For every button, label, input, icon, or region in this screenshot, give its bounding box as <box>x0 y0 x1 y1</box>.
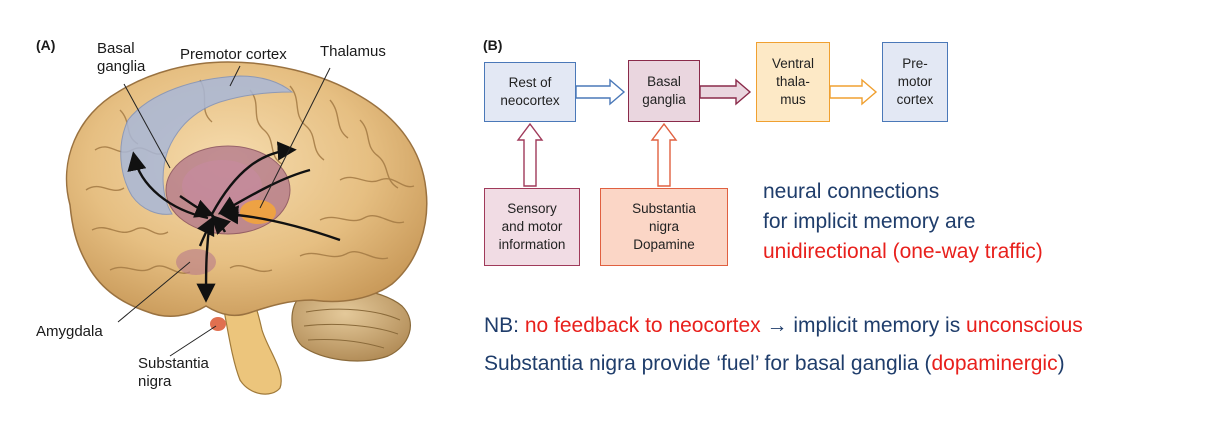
label-thalamus: Thalamus <box>320 43 386 60</box>
label-basal-ganglia: Basal ganglia <box>97 40 146 75</box>
nb-prefix: NB: <box>484 314 525 337</box>
sn-prefix: Substantia nigra provide ‘fuel’ for basa… <box>484 352 932 375</box>
note-line-1: neural connections <box>763 180 940 203</box>
sn-dopaminergic: dopaminergic <box>931 352 1058 375</box>
arrow-neocortex-to-basal <box>575 78 626 106</box>
arrow-substantia-to-basal <box>650 122 678 187</box>
note-line-3: unidirectional (one-way traffic) <box>763 240 1043 263</box>
nb-statement: NB: no feedback to neocortex → implicit … <box>484 312 1083 339</box>
arrow-basal-to-thalamus <box>699 78 752 106</box>
nb-no-feedback: no feedback to neocortex <box>524 314 761 337</box>
note-line-2: for implicit memory are <box>763 210 976 233</box>
nb-mid: → implicit memory is <box>760 314 967 337</box>
label-substantia-nigra: Substantia nigra <box>138 355 209 390</box>
label-premotor-cortex: Premotor cortex <box>180 46 287 63</box>
panel-a-letter: (A) <box>36 37 56 53</box>
premotor-region <box>120 75 294 215</box>
brainstem <box>221 291 282 395</box>
thalamus-region <box>240 200 276 224</box>
arrow-sensory-to-neocortex <box>516 122 544 187</box>
nb-unconscious: unconscious <box>966 314 1083 337</box>
sn-suffix: ) <box>1057 352 1065 375</box>
substantia-statement: Substantia nigra provide ‘fuel’ for basa… <box>484 350 1065 377</box>
arrow-thalamus-to-premotor <box>829 78 878 106</box>
label-amygdala: Amygdala <box>36 323 103 340</box>
brain-illustration <box>65 61 428 395</box>
panel-b-letter: (B) <box>483 37 503 53</box>
